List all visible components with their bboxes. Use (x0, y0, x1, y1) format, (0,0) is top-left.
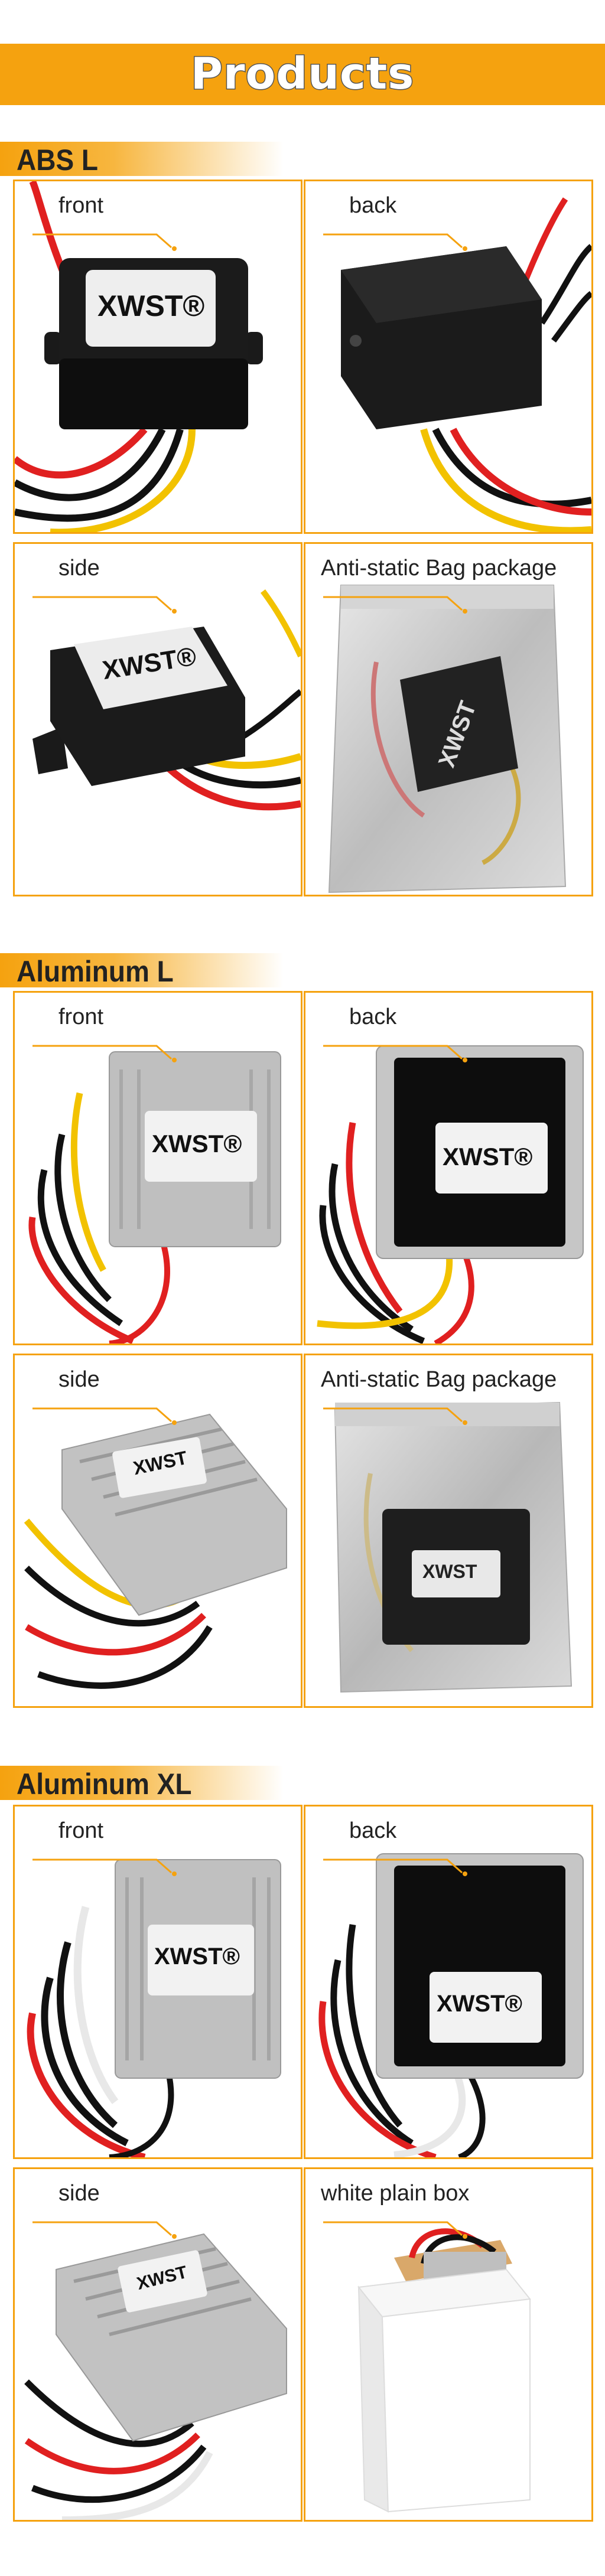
section-title-aluminum-xl: Aluminum XL (17, 1768, 192, 1801)
alu-l-back-illustration (317, 1045, 584, 1344)
product-image-alu-xl-front: XWST® front (13, 1805, 302, 2159)
cell-label: side (58, 2181, 100, 2206)
product-image-abs-bag: XWST Anti-static Bag package (304, 542, 593, 896)
alu-l-side-illustration (24, 1413, 287, 1689)
cell-label: front (58, 1005, 104, 1029)
cell-label: Anti-static Bag package (321, 1367, 557, 1392)
alu-xl-side-illustration (24, 2233, 287, 2520)
cell-label: back (349, 1005, 397, 1029)
product-image-alu-l-bag: XWST Anti-static Bag package (304, 1354, 593, 1708)
alu-l-front-logo: XWST® (152, 1130, 242, 1157)
product-image-alu-l-front: XWST® front (13, 991, 302, 1345)
alu-l-bag-illustration (334, 1401, 573, 1693)
product-image-alu-xl-side: XWST side (13, 2167, 302, 2522)
abs-front-illustration (15, 181, 263, 532)
section-tag-aluminum-xl (0, 1766, 284, 1800)
cell-label: side (58, 556, 100, 581)
cell-label: front (58, 1818, 104, 1843)
cell-label: side (58, 1367, 100, 1392)
product-image-alu-xl-back: XWST® back (304, 1805, 593, 2159)
header-banner (0, 44, 605, 105)
abs-front-logo: XWST® (97, 289, 205, 322)
product-image-white-box: white plain box (304, 2167, 593, 2522)
white-box-illustration (357, 2228, 531, 2513)
section-title-aluminum-l: Aluminum L (17, 955, 174, 988)
product-image-abs-front: XWST® front (13, 180, 302, 534)
product-image-abs-side: XWST® side (13, 542, 302, 896)
section-title-abs-l: ABS L (17, 144, 98, 177)
product-image-alu-l-side: XWST side (13, 1354, 302, 1708)
alu-l-bag-logo: XWST (422, 1561, 477, 1582)
alu-l-front-illustration (28, 1051, 281, 1344)
abs-side-illustration (32, 589, 301, 811)
alu-xl-back-logo: XWST® (437, 1991, 523, 2017)
cell-label: back (349, 193, 397, 218)
cell-label: Anti-static Bag package (321, 556, 557, 581)
product-image-alu-l-back: XWST® back (304, 991, 593, 1345)
page-title: Products (190, 48, 415, 100)
cell-label: back (349, 1818, 397, 1843)
cell-label: white plain box (321, 2181, 470, 2206)
section-tag-abs-l (0, 142, 284, 176)
section-tag-aluminum-l (0, 953, 284, 987)
alu-xl-back-illustration (318, 1853, 584, 2157)
alu-l-back-logo: XWST® (443, 1143, 533, 1170)
alu-xl-front-illustration (27, 1859, 281, 2157)
product-image-abs-back: back (304, 180, 593, 534)
alu-xl-front-logo: XWST® (154, 1944, 240, 1970)
cell-label: front (58, 193, 104, 218)
abs-back-illustration (341, 197, 591, 532)
